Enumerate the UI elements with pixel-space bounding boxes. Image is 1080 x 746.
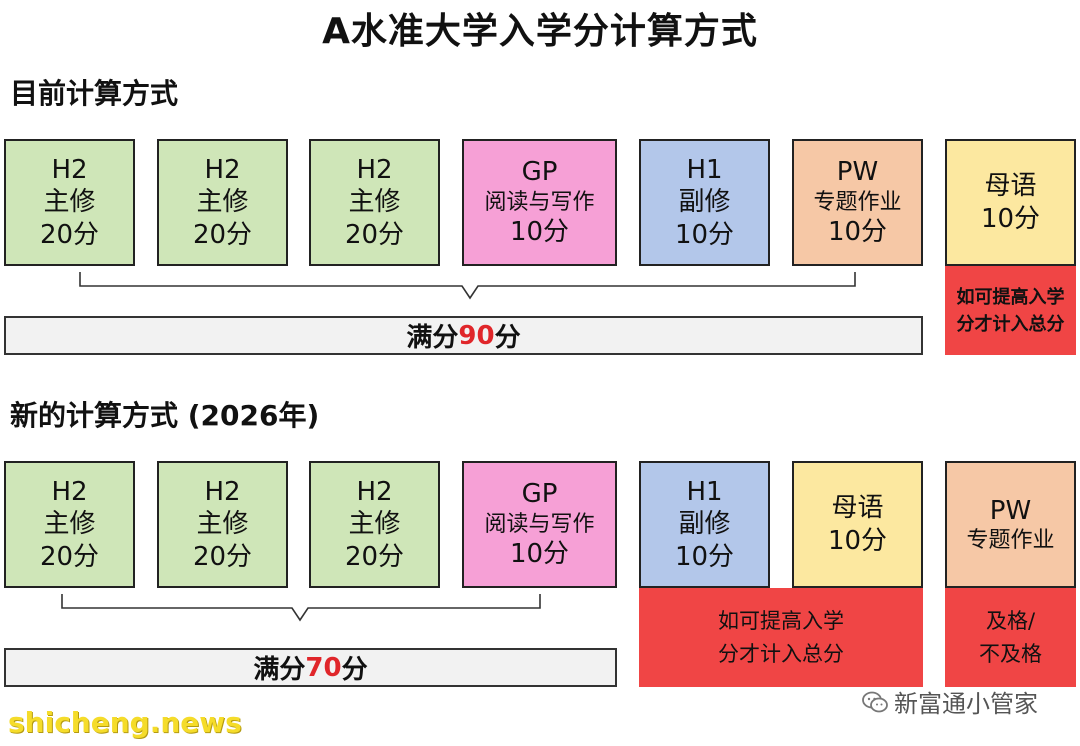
box-line: 专题作业 xyxy=(966,528,1055,553)
note-line: 不及格 xyxy=(979,641,1042,666)
total-suffix: 分 xyxy=(341,655,368,685)
box-line: H2 xyxy=(51,154,88,185)
new-optional-note: 如可提高入学 分才计入总分 xyxy=(639,588,923,687)
box-line: 主修 xyxy=(348,509,401,540)
box-line: 20分 xyxy=(344,541,405,572)
box-line: GP xyxy=(521,157,558,188)
current-mother-tongue-note: 如可提高入学 分才计入总分 xyxy=(945,266,1076,355)
current-box-h2-2: H2 主修 20分 xyxy=(157,139,288,266)
note-line: 如可提高入学 xyxy=(718,608,844,633)
box-line: 10分 xyxy=(827,525,888,556)
box-line: H2 xyxy=(356,154,393,185)
box-line: 母语 xyxy=(831,493,884,523)
total-prefix: 满分 xyxy=(253,655,306,685)
total-value: 70 xyxy=(305,652,342,683)
box-line: GP xyxy=(521,479,558,510)
account-name: 新富通小管家 xyxy=(894,690,1038,718)
section-heading-new: 新的计算方式 (2026年) xyxy=(10,399,320,432)
total-prefix: 满分 xyxy=(406,323,459,353)
note-line: 分才计入总分 xyxy=(718,641,844,666)
box-line: H1 xyxy=(686,154,723,185)
wechat-account: 新富通小管家 xyxy=(862,684,1038,719)
box-line: H2 xyxy=(51,476,88,507)
box-line: H1 xyxy=(686,476,723,507)
new-box-gp: GP 阅读与写作 10分 xyxy=(462,461,617,588)
box-line: PW xyxy=(989,495,1032,526)
box-line: 主修 xyxy=(43,509,96,540)
new-box-pw: PW 专题作业 xyxy=(945,461,1076,588)
total-value: 90 xyxy=(458,320,495,351)
new-box-h2-2: H2 主修 20分 xyxy=(157,461,288,588)
box-line: 阅读与写作 xyxy=(484,511,595,537)
note-line: 如可提高入学 xyxy=(956,286,1065,308)
box-line: 20分 xyxy=(39,541,100,572)
box-line: 主修 xyxy=(196,509,249,540)
site-watermark: shicheng.news xyxy=(8,706,242,739)
box-line: PW xyxy=(836,157,879,188)
box-line: 专题作业 xyxy=(813,189,902,215)
box-line: 20分 xyxy=(344,219,405,250)
wechat-icon xyxy=(862,691,888,712)
box-line: 20分 xyxy=(192,219,253,250)
current-box-h2-3: H2 主修 20分 xyxy=(309,139,440,266)
new-pass-fail-note: 及格/ 不及格 xyxy=(945,588,1076,687)
current-box-h2-1: H2 主修 20分 xyxy=(4,139,135,266)
current-box-gp: GP 阅读与写作 10分 xyxy=(462,139,617,266)
box-line: 10分 xyxy=(827,217,888,248)
box-line: 10分 xyxy=(674,541,735,572)
note-line: 分才计入总分 xyxy=(956,313,1065,335)
box-line: 10分 xyxy=(509,217,570,248)
box-line: 主修 xyxy=(348,187,401,218)
total-suffix: 分 xyxy=(494,323,521,353)
box-line: 10分 xyxy=(509,539,570,570)
page-title: A水准大学入学分计算方式 xyxy=(322,11,758,52)
box-line: H2 xyxy=(204,154,241,185)
box-line: 副修 xyxy=(678,509,731,540)
box-line: 10分 xyxy=(980,203,1041,234)
new-box-mother-tongue: 母语 10分 xyxy=(792,461,923,588)
current-box-pw: PW 专题作业 10分 xyxy=(792,139,923,266)
box-line: 20分 xyxy=(39,219,100,250)
box-line: 10分 xyxy=(674,219,735,250)
new-box-h2-1: H2 主修 20分 xyxy=(4,461,135,588)
section-heading-current: 目前计算方式 xyxy=(10,77,179,110)
new-box-h2-3: H2 主修 20分 xyxy=(309,461,440,588)
box-line: 20分 xyxy=(192,541,253,572)
current-box-h1: H1 副修 10分 xyxy=(639,139,770,266)
current-box-mother-tongue: 母语 10分 xyxy=(945,139,1076,266)
box-line: H2 xyxy=(204,476,241,507)
box-line: H2 xyxy=(356,476,393,507)
box-line: 阅读与写作 xyxy=(484,189,595,215)
new-box-h1: H1 副修 10分 xyxy=(639,461,770,588)
note-line: 及格/ xyxy=(985,608,1036,633)
box-line: 母语 xyxy=(984,171,1037,201)
box-line: 主修 xyxy=(43,187,96,218)
box-line: 副修 xyxy=(678,187,731,218)
box-line: 主修 xyxy=(196,187,249,218)
